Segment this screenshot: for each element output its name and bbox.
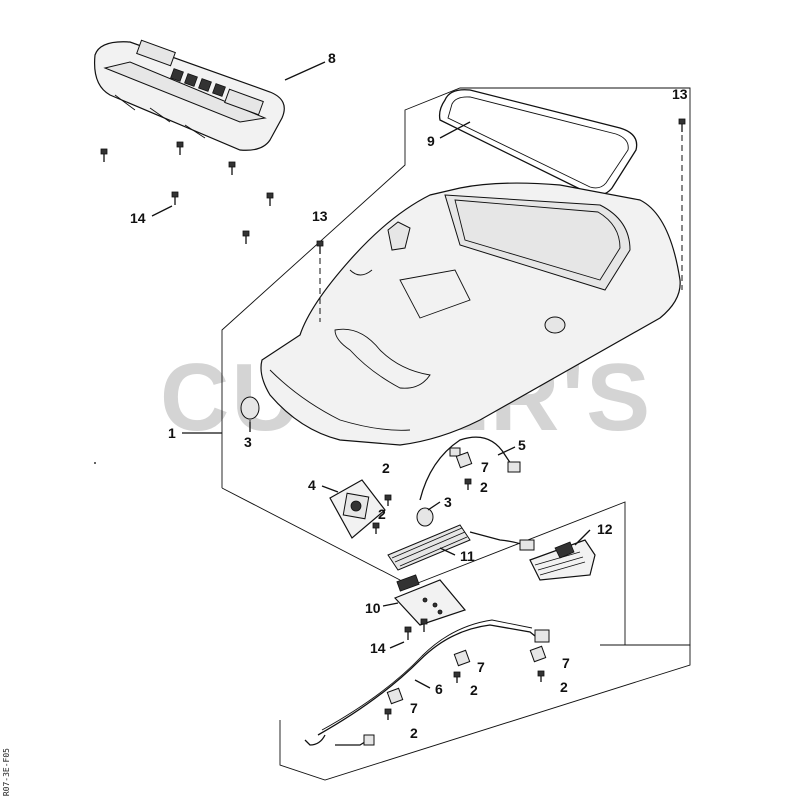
callout-5: 5 [518, 437, 526, 453]
callout-2c: 2 [378, 506, 386, 522]
wire-harness-part-inner [321, 619, 533, 731]
plug-part-lower [416, 507, 434, 527]
callout-14a: 14 [130, 210, 146, 226]
callout-6: 6 [435, 681, 443, 697]
callout-8: 8 [328, 50, 336, 66]
wire-part-5 [419, 436, 516, 501]
callout-2f: 2 [410, 725, 418, 741]
circuit-board-part [393, 574, 467, 626]
callout-14b: 14 [370, 640, 386, 656]
seal-part [438, 89, 638, 196]
callout-12: 12 [597, 521, 613, 537]
callout-2b: 2 [480, 479, 488, 495]
callout-7a: 7 [481, 459, 489, 475]
callout-2a: 2 [382, 460, 390, 476]
callouts: 8 13 9 14 13 1 3 5 2 7 2 4 2 3 12 11 10 … [130, 50, 688, 741]
callout-7d: 7 [410, 700, 418, 716]
callout-9: 9 [427, 133, 435, 149]
stray-mark [94, 462, 96, 464]
callout-13b: 13 [312, 208, 328, 224]
callout-1: 1 [168, 425, 176, 441]
callout-7b: 7 [477, 659, 485, 675]
clip-parts [386, 451, 547, 705]
leader-lines [151, 61, 591, 689]
screw-parts [100, 118, 686, 720]
callout-2e: 2 [560, 679, 568, 695]
callout-3b: 3 [444, 494, 452, 510]
callout-13a: 13 [672, 86, 688, 102]
connector-block-part [529, 539, 596, 581]
callout-4: 4 [308, 477, 316, 493]
callout-2d: 2 [470, 682, 478, 698]
main-cover-part [260, 182, 681, 446]
control-panel-part [93, 39, 285, 151]
drawing-code: R07-3E-F05 [2, 747, 11, 796]
assembly-boundary [221, 87, 691, 646]
callout-7c: 7 [562, 655, 570, 671]
ribbon-cable-part [387, 524, 535, 571]
speaker-part [329, 479, 386, 539]
wire-harness-part [304, 624, 541, 746]
callout-3a: 3 [244, 434, 252, 450]
callout-11: 11 [460, 548, 475, 564]
callout-10: 10 [365, 600, 381, 616]
